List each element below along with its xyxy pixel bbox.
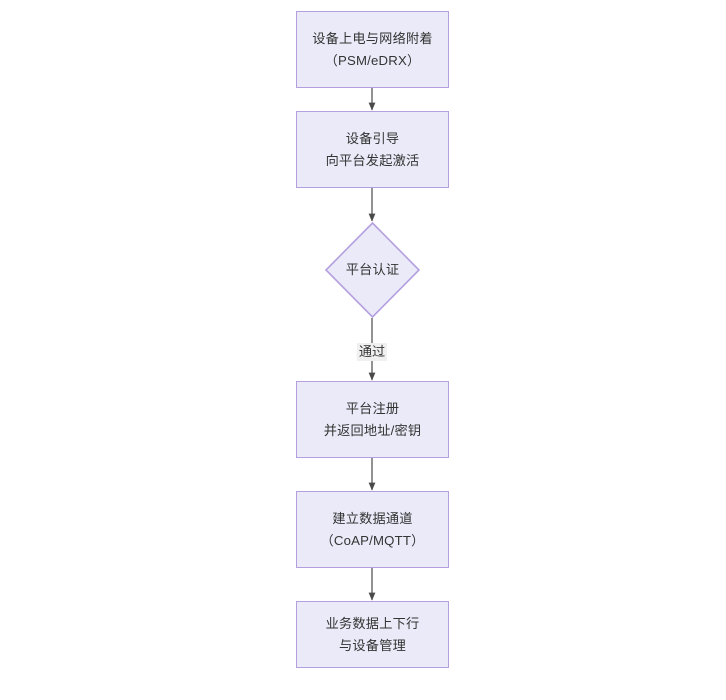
edge-label-e3: 通过 xyxy=(356,343,388,361)
flow-node-n3[interactable]: 平台认证 xyxy=(325,222,420,318)
flow-node-label-n4: 平台注册 并返回地址/密钥 xyxy=(323,400,422,438)
flow-node-n5[interactable]: 建立数据通道 （CoAP/MQTT） xyxy=(296,491,449,568)
flow-node-label-n2: 设备引导 向平台发起激活 xyxy=(325,130,420,168)
flow-node-label-n3: 平台认证 xyxy=(345,262,400,277)
flow-node-label-n6: 业务数据上下行 与设备管理 xyxy=(325,615,420,653)
flow-node-n1[interactable]: 设备上电与网络附着 （PSM/eDRX） xyxy=(296,11,449,88)
flow-node-label-n5: 建立数据通道 （CoAP/MQTT） xyxy=(320,510,425,548)
flow-node-n2[interactable]: 设备引导 向平台发起激活 xyxy=(296,111,449,188)
flow-node-n4[interactable]: 平台注册 并返回地址/密钥 xyxy=(296,381,449,458)
decision-diamond-shape xyxy=(325,222,420,318)
flow-node-n6[interactable]: 业务数据上下行 与设备管理 xyxy=(296,601,449,668)
flow-node-label-n1: 设备上电与网络附着 （PSM/eDRX） xyxy=(312,30,433,68)
